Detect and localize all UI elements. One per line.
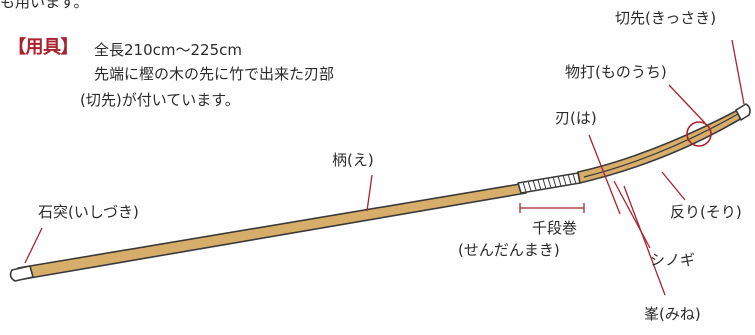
label-shinogi: シノギ: [650, 251, 696, 269]
label-sori: 反り(そり): [670, 203, 742, 221]
leader-ha: [588, 134, 621, 215]
label-monouchi: 物打(ものうち): [565, 63, 667, 81]
equipment-line-3: (切先)が付いています。: [80, 91, 240, 109]
monouchi-circle: [686, 121, 712, 147]
shaft: [17, 183, 527, 280]
equipment-tag: 【用具】: [8, 37, 79, 58]
label-e: 柄(え): [332, 151, 374, 169]
label-mine: 峯(みね): [644, 305, 701, 323]
leader-lines: [24, 39, 745, 296]
label-ha: 刃(は): [555, 109, 597, 127]
leader-e: [366, 174, 373, 212]
leader-sori: [661, 171, 686, 201]
shinogi-line: [583, 113, 739, 178]
kissaki-cap: [735, 103, 751, 121]
leader-monouchi: [668, 84, 706, 124]
leader-mine: [623, 185, 666, 296]
equipment-line-2: 先端に樫の木の先に竹で出来た刃部: [94, 65, 335, 83]
leader-shinogi: [613, 180, 651, 249]
leader-kissaki: [731, 39, 745, 105]
sendanmaki-hatching: [522, 173, 577, 193]
label-sendanmaki-1: 千段巻: [532, 219, 578, 237]
label-kissaki: 切先(きっさき): [615, 9, 717, 27]
label-ishizuki: 石突(いしづき): [38, 203, 139, 221]
top-text-fragment: も用います。: [0, 0, 89, 11]
ishizuki-cap: [9, 265, 34, 282]
equipment-line-1: 全長210cm〜225cm: [94, 41, 242, 59]
label-sendanmaki-2: (せんだんまき): [458, 241, 560, 259]
leader-ishizuki: [24, 227, 43, 264]
